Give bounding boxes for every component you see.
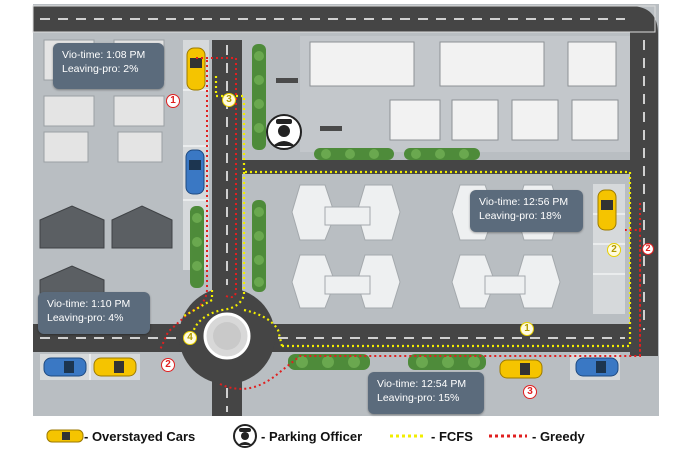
overstayed-car-icon [93,47,617,379]
vio-time-text: Vio-time: 1:08 PM [62,49,146,61]
parking-officer-icon [266,114,302,150]
legend-fcfs-label: - FCFS [431,428,473,444]
greedy-route [159,57,641,390]
greedy-marker-3: 3 [523,385,537,399]
callout-car-1: Vio-time: 1:08 PM Leaving-pro: 2% [53,43,164,89]
fcfs-route [183,76,632,348]
fcfs-marker-3: 3 [222,93,236,107]
fcfs-line-icon [390,434,426,438]
fcfs-marker-2: 2 [607,243,621,257]
vio-time-text: Vio-time: 12:56 PM [479,196,569,208]
vio-time-text: Vio-time: 12:54 PM [377,378,467,390]
greedy-line-icon [489,434,527,438]
parking-officer-icon [233,424,257,448]
leaving-pro-text: Leaving-pro: 15% [377,392,460,404]
legend-greedy-label: - Greedy [532,428,585,444]
fcfs-marker-4: 4 [183,331,197,345]
leaving-pro-text: Leaving-pro: 18% [479,210,562,222]
parked-car-icon [43,149,619,377]
leaving-pro-text: Leaving-pro: 4% [47,312,124,324]
legend-fcfs: - FCFS [388,423,473,449]
legend-officer-label: - Parking Officer [261,428,363,444]
callout-car-2: Vio-time: 12:56 PM Leaving-pro: 18% [470,190,583,232]
legend-greedy: - Greedy [487,423,585,449]
leaving-pro-text: Leaving-pro: 2% [62,63,139,75]
tree-icon [190,44,486,370]
greedy-marker-2b: 2 [642,243,654,255]
legend-overstayed-label: - Overstayed Cars [84,428,196,444]
overstayed-car-icon [46,429,84,443]
greedy-marker-2: 2 [161,358,175,372]
legend-overstayed: - Overstayed Cars [46,423,195,449]
greedy-marker-1: 1 [166,94,180,108]
legend-officer: - Parking Officer [232,423,362,449]
house-icon [309,41,619,141]
callout-car-3: Vio-time: 1:10 PM Leaving-pro: 4% [38,292,150,334]
callout-car-4: Vio-time: 12:54 PM Leaving-pro: 15% [368,372,484,414]
road-network [32,5,658,416]
vio-time-text: Vio-time: 1:10 PM [47,298,131,310]
fcfs-marker-1: 1 [520,322,534,336]
bench-icon [276,78,342,131]
